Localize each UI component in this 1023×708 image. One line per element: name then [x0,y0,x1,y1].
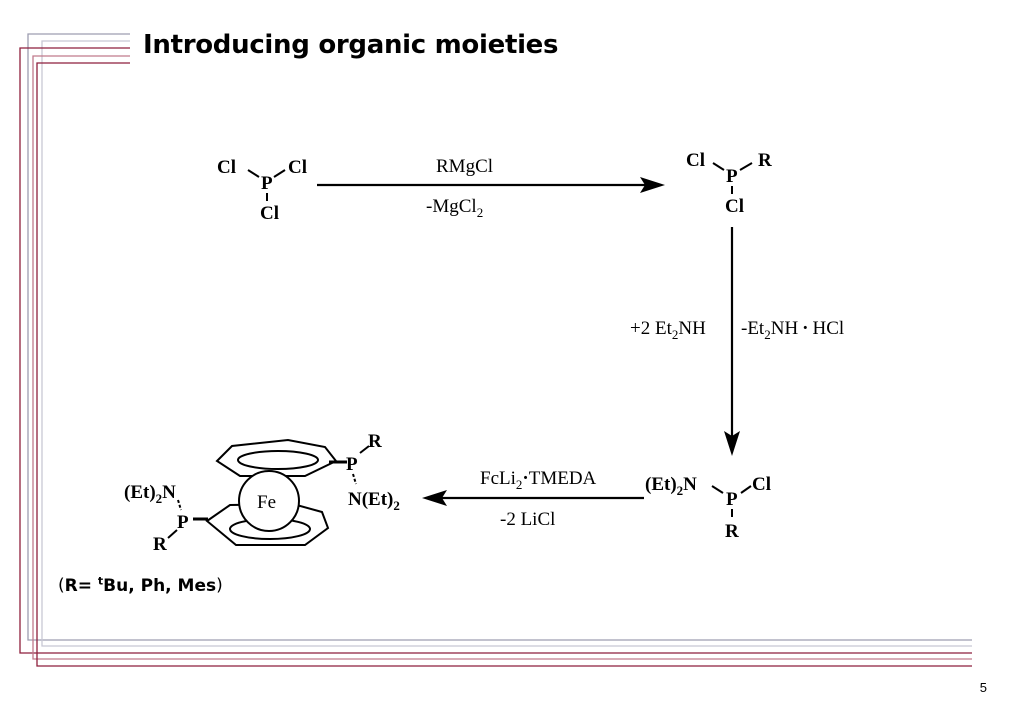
pcl3-cl-right: Cl [288,157,307,178]
aminophosphine-p: P [726,489,738,510]
ferrocene-bottom-r: R [153,534,167,555]
ferrocene-bottom-amine: (Et)2N [124,482,176,506]
step3-byproduct: -2 LiCl [500,509,555,530]
ferrocene-top-p: P [346,454,358,475]
cp-ring-top-inner [237,450,319,470]
pcl3-cl-bottom: Cl [260,203,279,224]
step2-reagent: +2 Et2NH [630,318,706,342]
rpcl2-structure: Cl R P Cl [686,150,772,217]
bond [273,169,286,178]
step2-arrow [724,227,740,456]
ferrocene-product: Fe P R N(Et)2 P (Et)2N R [124,431,400,555]
rpcl2-cl-bottom: Cl [725,196,744,217]
step1-arrow [317,177,665,193]
rpcl2-r: R [758,150,772,171]
step3-reagent: FcLi2·TMEDA [480,468,597,492]
bond [177,499,182,511]
aminophosphine-r: R [725,521,739,542]
slide-title: Introducing organic moieties [143,30,559,60]
iron-label: Fe [257,492,276,513]
iron-center [238,470,300,532]
frame-line [32,55,972,660]
bond [739,162,753,171]
step3-arrow [422,490,644,506]
bond [711,485,724,494]
pcl3-cl-left: Cl [217,157,236,178]
ferrocene-top-amine: N(Et)2 [348,489,400,513]
bond [247,169,260,178]
frame-line [27,33,972,641]
aminophosphine-cl: Cl [752,474,771,495]
bond [167,529,178,539]
substituent-note: (R= tBu, Ph, Mes) [58,574,223,596]
bond [740,485,752,494]
bond [352,473,357,485]
pcl3-structure: Cl Cl P Cl [217,157,307,224]
frame-line [41,40,972,647]
rpcl2-cl-left: Cl [686,150,705,171]
page-number: 5 [979,680,987,695]
rpcl2-p: P [726,166,738,187]
pcl3-p: P [261,173,273,194]
frame-line [36,62,972,667]
amine-group: (Et)2N [645,474,697,498]
aminophosphine-structure: (Et)2N P Cl R [645,474,771,542]
bond [359,445,370,454]
ferrocene-top-r: R [368,431,382,452]
step1-byproduct: -MgCl2 [426,196,483,220]
frame-line [19,47,972,654]
ferrocene-bottom-p: P [177,512,189,533]
step1-reagent: RMgCl [436,156,493,177]
bond [712,162,725,171]
step2-byproduct: -Et2NH·HCl [741,318,844,342]
